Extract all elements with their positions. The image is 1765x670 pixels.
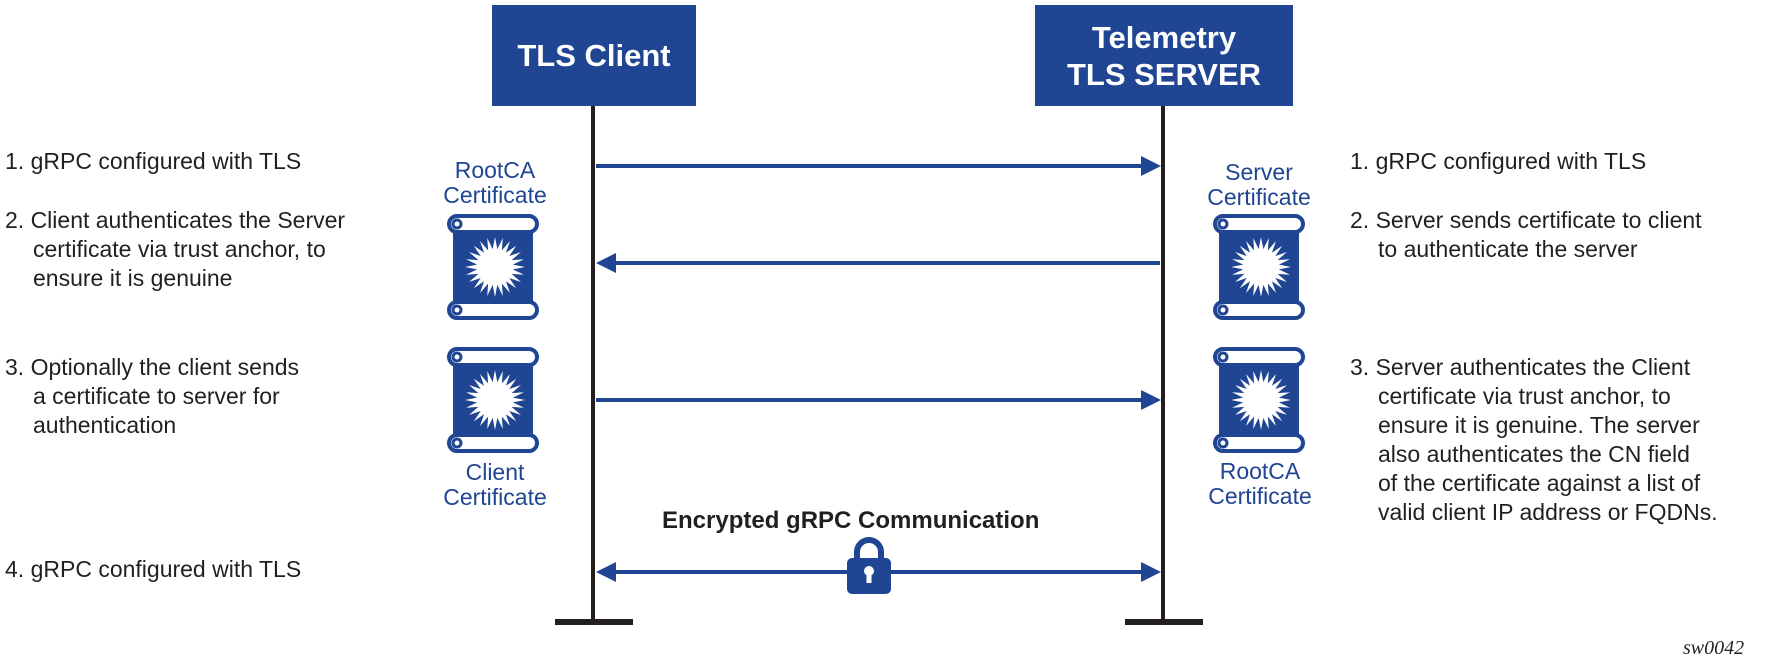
arrowhead-right-3 xyxy=(1141,390,1161,410)
arrowhead-right-4 xyxy=(1141,562,1161,582)
tls-client-label: TLS Client xyxy=(517,38,671,73)
padlock-icon xyxy=(847,537,891,594)
right-step-3: 3. Server authenticates the Client certi… xyxy=(1350,354,1718,525)
server-rootca-label: RootCA Certificate xyxy=(1208,458,1312,509)
arrowhead-left-2 xyxy=(596,253,616,273)
arrowhead-right-1 xyxy=(1141,156,1161,176)
left-step-2: 2. Client authenticates the Server certi… xyxy=(5,207,346,291)
client-certificate-label: Client Certificate xyxy=(443,459,547,510)
server-certificate-icon xyxy=(1213,214,1305,320)
client-lifeline-base xyxy=(555,619,633,625)
server-lifeline-base xyxy=(1125,619,1203,625)
server-rootca-certificate-icon xyxy=(1213,347,1305,453)
client-certificate-icon xyxy=(447,347,539,453)
left-step-1: 1. gRPC configured with TLS xyxy=(5,148,302,174)
tls-client-box: TLS Client xyxy=(492,5,696,106)
client-rootca-certificate-icon xyxy=(447,214,539,320)
right-step-2: 2. Server sends certificate to client to… xyxy=(1350,207,1702,262)
server-box-line1: Telemetry xyxy=(1091,19,1237,55)
right-step-1: 1. gRPC configured with TLS xyxy=(1350,148,1647,174)
server-certificate-label: Server Certificate xyxy=(1207,159,1311,210)
telemetry-tls-server-box: Telemetry TLS SERVER xyxy=(1035,5,1293,106)
arrowhead-left-4 xyxy=(596,562,616,582)
left-step-3: 3. Optionally the client sends a certifi… xyxy=(5,354,300,438)
encrypted-communication-label: Encrypted gRPC Communication xyxy=(662,507,1040,534)
figure-id: sw0042 xyxy=(1683,637,1745,659)
left-step-4: 4. gRPC configured with TLS xyxy=(5,556,302,582)
server-box-line2: TLS SERVER xyxy=(1066,56,1262,92)
client-rootca-label: RootCA Certificate xyxy=(443,157,547,208)
